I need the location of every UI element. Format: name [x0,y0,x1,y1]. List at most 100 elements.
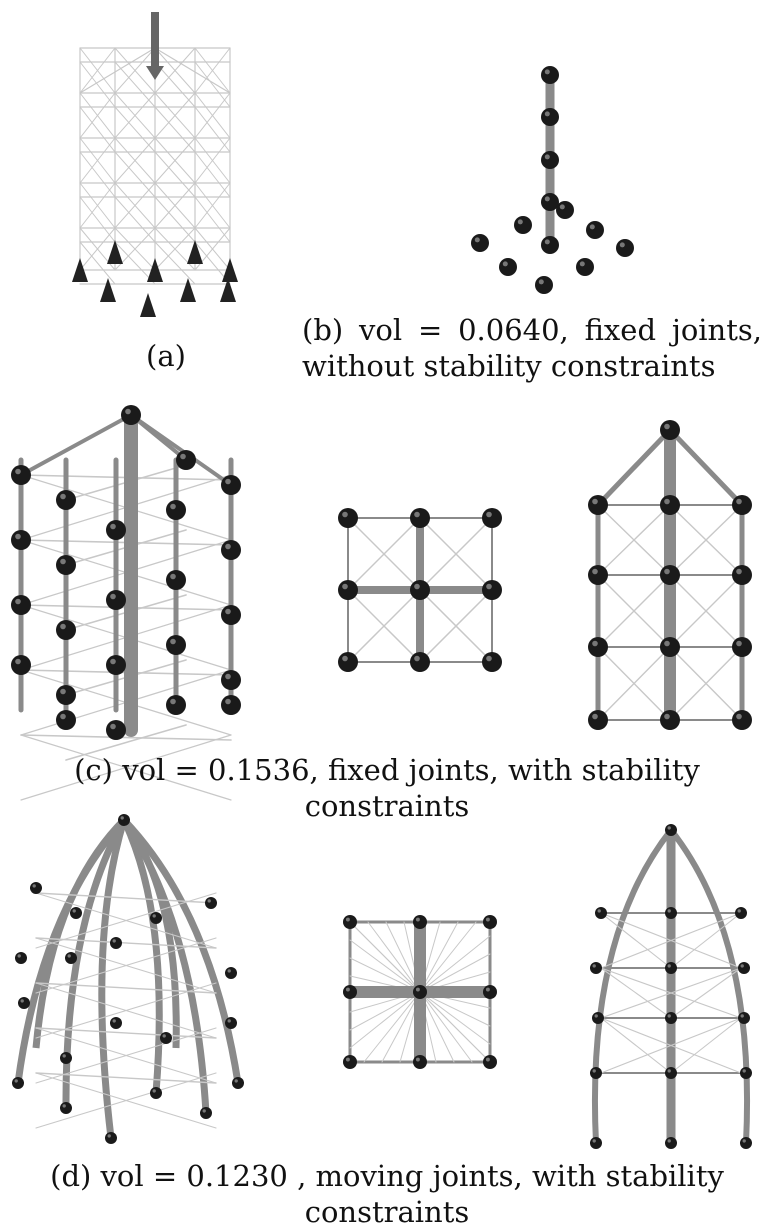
joint-highlight [736,498,742,505]
panel-c-top-view [338,508,502,672]
member [35,937,217,949]
member [154,92,196,139]
joint-highlight [592,640,598,647]
joint [410,508,430,528]
joint-highlight [592,713,598,720]
joint-highlight [502,261,508,267]
joint-highlight [485,987,490,992]
joint [660,495,680,515]
joint [205,897,217,909]
member [114,61,156,108]
joint-highlight [67,954,71,958]
member [35,982,217,1039]
joint-highlight [20,999,24,1003]
member [600,967,672,1019]
member [600,912,742,969]
member [114,151,156,198]
member [600,967,742,1019]
caption-c: (c) vol = 0.1536, fixed joints, with sta… [74,753,700,823]
member [154,241,196,285]
member [194,196,231,243]
panel-d-perspective-view [12,814,244,1144]
member [79,151,116,198]
joint-highlight [180,453,186,460]
joint [56,710,76,730]
member [79,196,116,243]
joint [483,915,497,929]
support-cone [140,293,156,317]
joint [110,1017,122,1029]
joint [665,1012,677,1024]
joint [541,66,559,84]
support-cones [72,240,238,317]
joint-highlight [740,1014,744,1018]
joint-highlight [345,987,350,992]
joint-highlight [14,1079,18,1083]
joint-highlight [342,583,348,590]
joint-highlight [345,917,350,922]
joint [166,500,186,520]
joint [660,710,680,730]
joint-highlight [207,899,211,903]
joint [588,710,608,730]
joint [106,590,126,610]
member [154,47,196,94]
member [19,413,133,477]
member [79,227,116,271]
caption-b-line1: (b) vol = 0.0640, fixed joints, [302,313,762,347]
member [154,182,196,229]
joint [732,565,752,585]
joint [660,420,680,440]
joint [590,962,602,974]
member [419,589,493,663]
member [35,1072,217,1084]
curved-member [98,818,128,1139]
joint [338,652,358,672]
member [114,137,156,184]
joint-highlight [544,69,550,75]
support-cone [220,278,236,302]
joint [338,508,358,528]
joint [660,565,680,585]
member [670,967,742,1019]
joint-highlight [544,111,550,117]
member [114,47,156,94]
joint-highlight [110,658,116,665]
joint-highlight [202,1109,206,1113]
joint [616,239,634,257]
joint [106,720,126,740]
curved-member [32,817,127,1049]
panel-c-perspective-view [11,405,241,801]
panel-d-top-view [343,915,497,1069]
caption-b-line2: without stability constraints [302,349,716,383]
joint [343,985,357,999]
joint [735,907,747,919]
member [79,92,116,139]
joint-highlight [664,568,670,575]
arch-member [668,828,751,1144]
joint-highlight [225,673,231,680]
member [670,1017,742,1074]
joint-highlight [225,543,231,550]
member [600,1017,672,1074]
joint [11,530,31,550]
joint [160,1032,172,1044]
joint-highlight [736,713,742,720]
joint-highlight [736,568,742,575]
joint-highlight [60,623,66,630]
joint-highlight [589,224,595,230]
joint-highlight [667,826,671,830]
joint [665,824,677,836]
joint-highlight [592,568,598,575]
joint-highlight [112,939,116,943]
member [20,734,232,801]
support-cone [72,258,88,282]
joint [740,1067,752,1079]
joint-highlight [559,204,565,210]
joint [60,1102,72,1114]
joint [483,1055,497,1069]
joint [56,685,76,705]
joint-highlight [15,533,21,540]
joint [65,952,77,964]
joint-highlight [742,1139,746,1143]
